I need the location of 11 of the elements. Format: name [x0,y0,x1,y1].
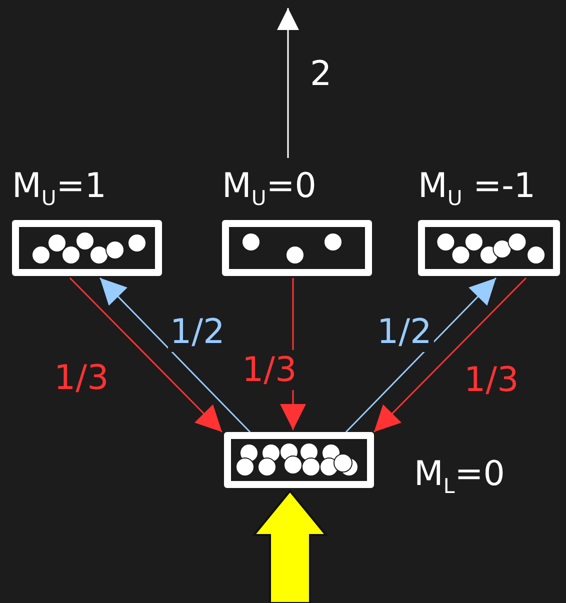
state-label: M$_{U}$=1 [12,165,106,212]
arrow [277,8,299,158]
arrow [69,277,223,433]
state-label: M$_{L}$=0 [414,453,505,500]
block-arrow [252,489,328,603]
arrow [99,277,251,433]
particle-box [224,432,374,488]
state-label: M$_{U}$ =-1 [418,165,536,212]
arrow [373,277,527,433]
arrow [345,277,497,433]
state-label: M$_{U}$=0 [222,165,316,212]
